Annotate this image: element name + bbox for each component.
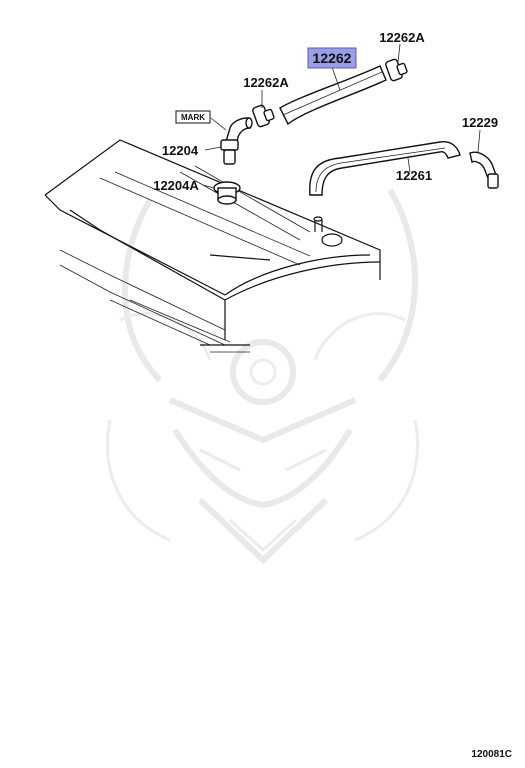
mark-tag-box [175, 110, 211, 124]
hose-12262 [279, 65, 387, 126]
label-pcv-valve[interactable]: 12204 [162, 143, 199, 158]
hose-12261 [309, 140, 461, 196]
clamp-upper-right [385, 58, 408, 82]
valve-cover [44, 139, 381, 353]
leader-lines [202, 43, 481, 189]
clamp-left [252, 104, 275, 128]
label-hose-12261[interactable]: 12261 [396, 168, 432, 183]
union-12229 [469, 151, 499, 189]
label-hose-12262[interactable]: 12262 [313, 50, 352, 66]
label-grommet[interactable]: 12204A [153, 178, 199, 193]
watermark-emblem [106, 188, 419, 565]
label-union-12229[interactable]: 12229 [462, 115, 498, 130]
label-mark: MARK [181, 113, 205, 122]
reference-code: 120081C [471, 749, 512, 760]
grommet [213, 181, 241, 205]
label-clamp-left[interactable]: 12262A [243, 75, 289, 90]
pcv-valve [220, 117, 253, 165]
label-clamp-upper-right[interactable]: 12262A [379, 30, 425, 45]
highlighted-part-box [307, 47, 357, 69]
